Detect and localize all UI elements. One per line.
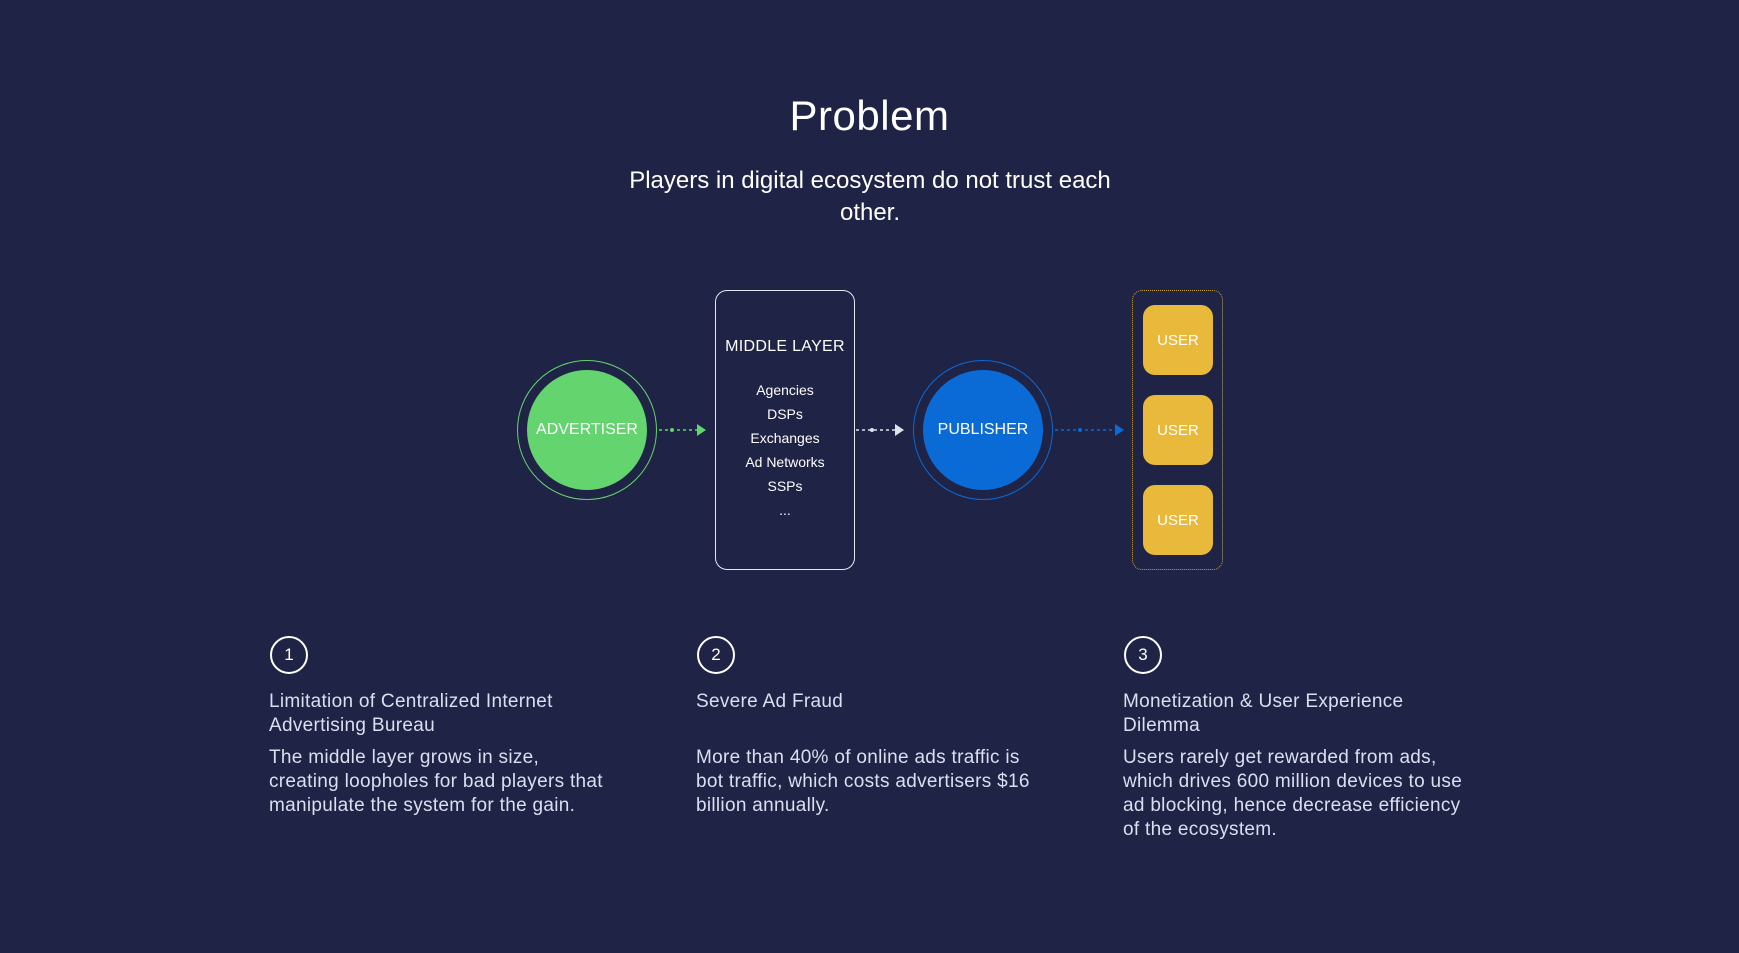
arrow-middle-to-publisher — [856, 424, 904, 436]
publisher-label: PUBLISHER — [937, 421, 1029, 438]
problem-description: The middle layer grows in size, creating… — [269, 747, 603, 816]
middle-layer-title: MIDDLE LAYER — [725, 338, 845, 355]
publisher-node: PUBLISHER — [923, 370, 1043, 490]
publisher-node-ring — [913, 360, 1053, 500]
arrow-publisher-to-users — [1055, 424, 1124, 436]
middle-layer-item: Ad Networks — [745, 454, 825, 470]
middle-layer-item: Exchanges — [750, 430, 820, 446]
middle-layer-item: Agencies — [756, 382, 814, 398]
middle-layer-item: ... — [779, 502, 791, 518]
page-subtitle: Players in digital ecosystem do not trus… — [629, 167, 1111, 226]
page-title: Problem — [789, 92, 950, 139]
problem-title: Monetization & User Experience Dilemma — [1123, 691, 1404, 736]
user-box: USER — [1143, 485, 1213, 555]
middle-layer-list: Agencies DSPs Exchanges Ad Networks SSPs… — [716, 378, 854, 522]
problem-title: Limitation of Centralized Internet Adver… — [269, 691, 553, 736]
problem-number-badge: 2 — [697, 636, 735, 674]
problem-number-badge: 3 — [1124, 636, 1162, 674]
advertiser-label: ADVERTISER — [536, 421, 638, 438]
user-box: USER — [1143, 305, 1213, 375]
arrow-advertiser-to-middle — [659, 424, 706, 436]
users-group-frame — [1132, 290, 1223, 570]
advertiser-node-ring — [517, 360, 657, 500]
advertiser-node: ADVERTISER — [527, 370, 647, 490]
middle-layer-item: DSPs — [767, 406, 803, 422]
user-label: USER — [1157, 511, 1199, 529]
problem-number-badge: 1 — [270, 636, 308, 674]
problem-description: More than 40% of online ads traffic is b… — [696, 747, 1030, 816]
middle-layer-box: MIDDLE LAYER Agencies DSPs Exchanges Ad … — [715, 290, 855, 570]
problem-description: Users rarely get rewarded from ads, whic… — [1123, 747, 1463, 840]
user-label: USER — [1157, 421, 1199, 439]
middle-layer-item: SSPs — [767, 478, 803, 494]
problem-title: Severe Ad Fraud — [696, 691, 844, 712]
user-box: USER — [1143, 395, 1213, 465]
user-label: USER — [1157, 331, 1199, 349]
